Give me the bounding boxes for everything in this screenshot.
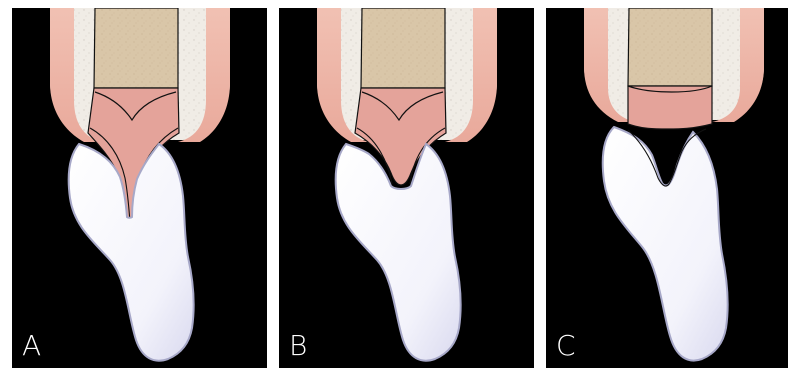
panel-label-a: A <box>22 332 41 360</box>
tooth-illustration-b <box>279 8 534 368</box>
tooth-illustration-a <box>12 8 267 368</box>
panel-label-c: C <box>556 332 576 360</box>
panel-label-b: B <box>289 332 307 360</box>
panel-b: B <box>279 8 534 368</box>
panel-a: A <box>12 8 267 368</box>
panel-c: C <box>546 8 788 368</box>
tooth-illustration-c <box>546 8 788 368</box>
